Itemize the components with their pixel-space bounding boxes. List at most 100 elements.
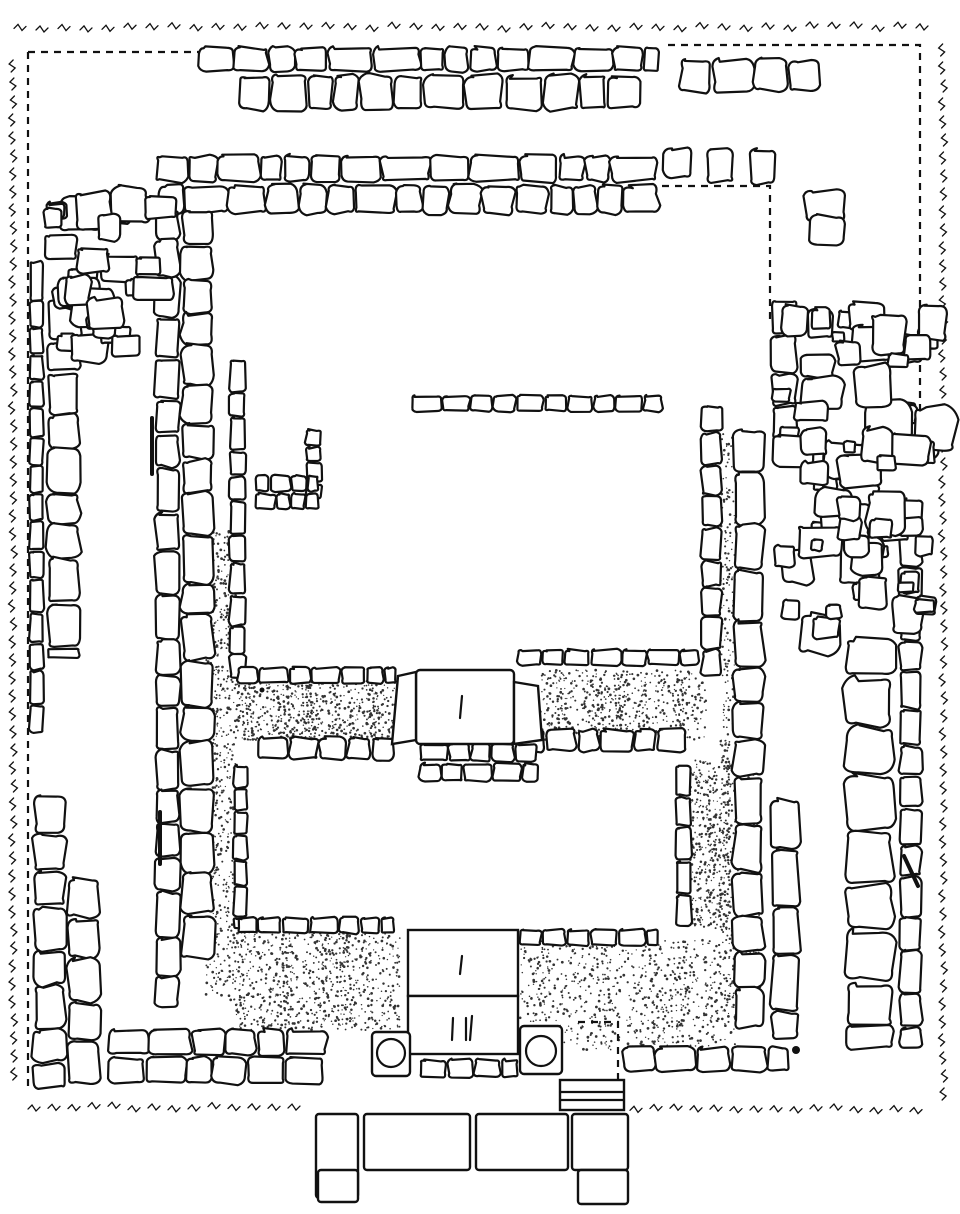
stone-block [899, 708, 922, 746]
stone-block [675, 764, 692, 797]
stone-block [372, 44, 423, 73]
stone-block [419, 1058, 447, 1079]
stone-block [153, 974, 181, 1009]
stone-block [154, 747, 180, 792]
stone-block [246, 1055, 285, 1084]
stone-block [732, 568, 764, 623]
stone-block [769, 796, 802, 851]
stone-block [281, 916, 310, 935]
stone-block [32, 949, 67, 989]
stone-block [496, 46, 530, 73]
stone-block [419, 47, 445, 72]
stone-block [309, 154, 341, 184]
stone-block [699, 615, 724, 651]
stone-block [153, 511, 181, 551]
stone-block [898, 807, 924, 846]
stone-block [153, 856, 182, 893]
stone-block [378, 155, 434, 182]
lower-slab-mark: 1 [0, 0, 1, 1]
stone-block [232, 885, 249, 918]
stone-block [235, 665, 260, 685]
stone-block [132, 275, 175, 302]
stone-block [515, 183, 551, 215]
stone-block [505, 73, 543, 113]
stone-block [768, 952, 801, 1013]
stone-block [28, 436, 45, 467]
stone-block [227, 475, 247, 501]
stone-block [28, 643, 46, 672]
bottom-edge-hatching [27, 1101, 923, 1115]
stone-block [733, 776, 763, 826]
stone-block [411, 394, 443, 414]
stone-block [28, 326, 45, 355]
stone-block [63, 273, 93, 307]
stone-block [179, 342, 215, 389]
stone-block [558, 152, 587, 182]
stone-block [846, 981, 894, 1026]
stone-block [541, 72, 581, 113]
stone-block [799, 459, 830, 487]
stone-block [734, 985, 765, 1030]
stone-block [28, 406, 45, 439]
stone-block [288, 665, 313, 685]
stone-block [897, 744, 924, 776]
stone-block [730, 914, 767, 953]
stone-block [337, 915, 360, 936]
stone-block [462, 72, 504, 111]
stone-block [85, 295, 126, 331]
stone-block [469, 394, 494, 413]
stone-block [47, 647, 81, 660]
stone-block [178, 310, 214, 347]
stone-block [711, 56, 756, 94]
stone-block [182, 277, 213, 316]
stone-block [699, 526, 723, 562]
east-main-wall [699, 405, 767, 1030]
stone-block [231, 834, 250, 862]
stone-block [227, 391, 246, 418]
stone-block [154, 399, 182, 434]
stone-block [289, 474, 308, 493]
stone-block [845, 1023, 895, 1051]
east-outer-wall [768, 300, 924, 1051]
stone-block [770, 387, 792, 403]
stone-block [28, 464, 44, 495]
stone-block [700, 585, 724, 617]
stone-block [154, 673, 182, 707]
stone-block [844, 881, 897, 931]
stone-block [842, 771, 898, 833]
stone-block [28, 380, 46, 408]
stone-block [810, 306, 832, 330]
stone-block [917, 303, 949, 342]
stone-block [178, 738, 215, 787]
stone-block [179, 612, 217, 663]
stone-block [429, 153, 470, 182]
stone-block [28, 669, 45, 706]
stone-block [446, 741, 472, 762]
stone-block [357, 72, 395, 112]
stone-block [324, 183, 356, 216]
short-interior-wall [254, 428, 324, 511]
stone-block [844, 635, 898, 675]
stone-block [766, 1045, 790, 1072]
stone-block [109, 183, 152, 224]
stone-block [799, 426, 828, 456]
stone-block [228, 625, 246, 656]
stone-block [285, 1027, 330, 1056]
stone-block [520, 761, 540, 783]
stone-block [147, 1027, 194, 1056]
stone-block [902, 333, 932, 361]
stone-block [830, 330, 846, 343]
stone-block [842, 439, 857, 454]
stone-block [614, 394, 644, 413]
stone-block [178, 245, 215, 283]
stone-block [730, 871, 764, 919]
stone-block [870, 313, 908, 357]
stone-block [283, 152, 311, 183]
stone-block [32, 905, 68, 953]
stone-block [621, 182, 662, 213]
lower-cross-wall [237, 915, 659, 948]
stone-block [33, 869, 68, 906]
stone-block [653, 1044, 698, 1074]
stone-block [152, 358, 181, 400]
